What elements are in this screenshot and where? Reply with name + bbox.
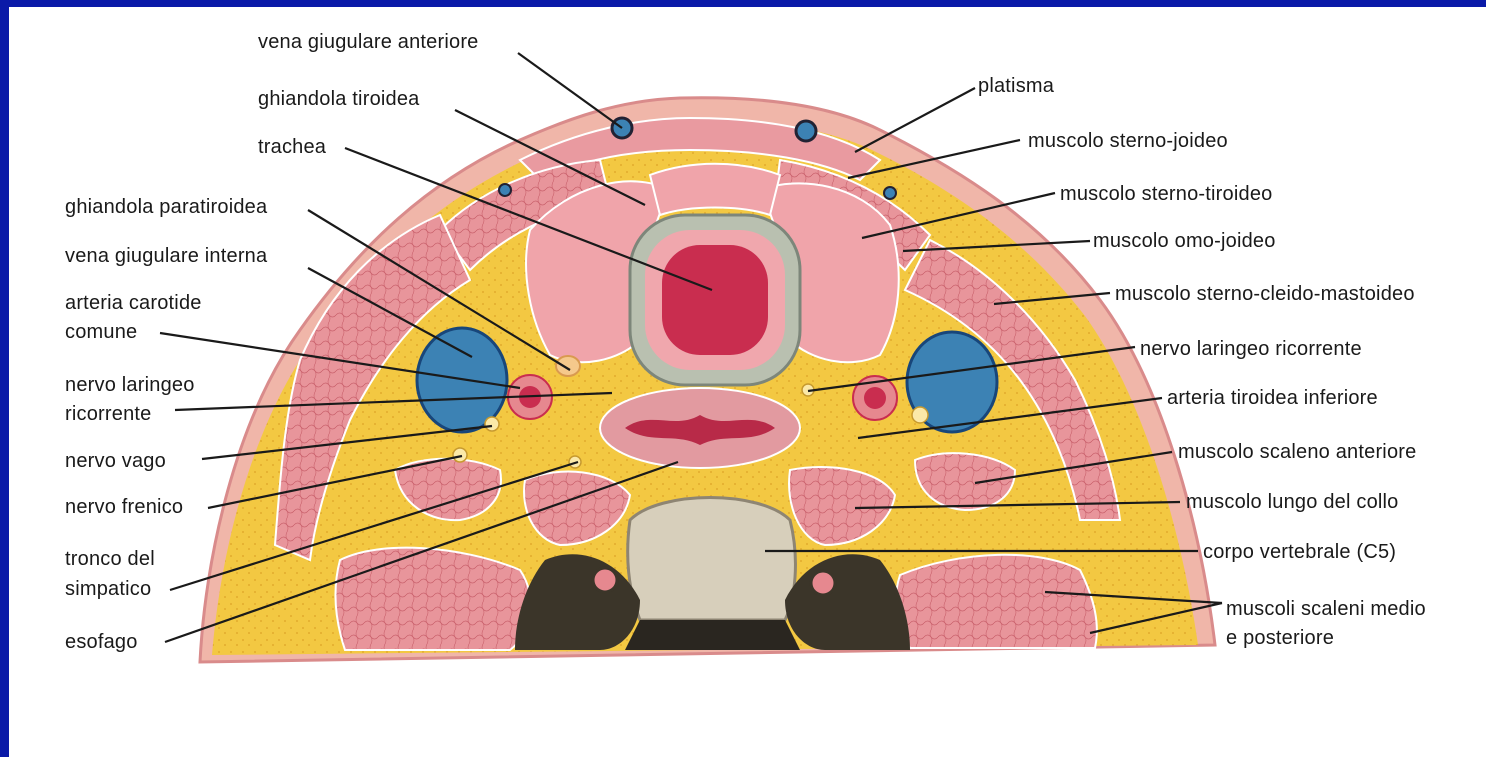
label-corpo-vertebrale: corpo vertebrale (C5) — [1203, 540, 1396, 564]
label-ghiandola-paratiroidea: ghiandola paratiroidea — [65, 195, 267, 219]
label-nervo-frenico: nervo frenico — [65, 495, 183, 519]
label-nervo-laringeo-right: nervo laringeo ricorrente — [1140, 337, 1362, 361]
vertebral-artery-right — [811, 571, 835, 595]
label-trachea: trachea — [258, 135, 326, 159]
label-vena-giugulare-anteriore: vena giugulare anteriore — [258, 30, 479, 54]
scaleni-medio-posteriore-right — [896, 555, 1097, 648]
label-esofago: esofago — [65, 630, 138, 654]
label-tronco-1: tronco del — [65, 547, 155, 571]
nervo-frenico-shape — [453, 448, 467, 462]
label-nervo-laringeo-left-2: ricorrente — [65, 402, 151, 426]
spinal-canal — [625, 620, 800, 650]
label-vena-giugulare-interna: vena giugulare interna — [65, 244, 267, 268]
vertebral-artery-left — [593, 568, 617, 592]
label-scaleno-anteriore: muscolo scaleno anteriore — [1178, 440, 1416, 464]
label-sterno-cleido: muscolo sterno-cleido-mastoideo — [1115, 282, 1415, 306]
label-arteria-carotide-1: arteria carotide — [65, 291, 202, 315]
label-arteria-carotide-2: comune — [65, 320, 137, 344]
label-scaleni-2: e posteriore — [1226, 626, 1334, 650]
label-sterno-joideo: muscolo sterno-joideo — [1028, 129, 1228, 153]
label-scaleni-1: muscoli scaleni medio — [1226, 597, 1426, 621]
label-ghiandola-tiroidea: ghiandola tiroidea — [258, 87, 420, 111]
label-nervo-laringeo-left-1: nervo laringeo — [65, 373, 195, 397]
small-vein-left — [499, 184, 511, 196]
label-lungo-collo: muscolo lungo del collo — [1186, 490, 1399, 514]
label-omo-joideo: muscolo omo-joideo — [1093, 229, 1276, 253]
label-tronco-2: simpatico — [65, 577, 151, 601]
nervo-vago-shape — [485, 417, 499, 431]
leader-platisma — [855, 88, 975, 152]
label-nervo-vago: nervo vago — [65, 449, 166, 473]
corpo-vertebrale-shape — [628, 498, 796, 621]
nervo-right-shape — [912, 407, 928, 423]
thyroid-isthmus — [650, 164, 780, 215]
leader-vena-giugulare-anteriore — [518, 53, 622, 128]
arteria-carotide-right-lumen — [864, 387, 886, 409]
label-sterno-tiroideo: muscolo sterno-tiroideo — [1060, 182, 1272, 206]
trachea-structure — [630, 215, 800, 385]
scaleni-medio-posteriore-left — [335, 548, 530, 650]
ghiandola-paratiroidea-shape — [556, 356, 580, 376]
label-arteria-tiroidea: arteria tiroidea inferiore — [1167, 386, 1378, 410]
label-platisma: platisma — [978, 74, 1054, 98]
small-vein-right — [884, 187, 896, 199]
vena-giugulare-anteriore-right — [796, 121, 816, 141]
esophagus-structure — [600, 388, 800, 468]
trachea-lumen — [662, 245, 768, 355]
